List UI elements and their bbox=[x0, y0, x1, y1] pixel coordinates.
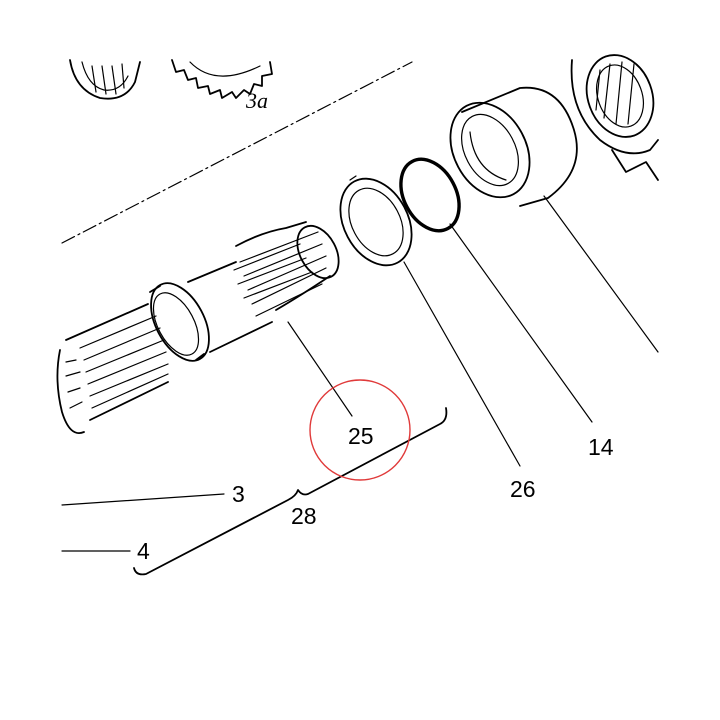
needle-bearing-top-left bbox=[69, 59, 141, 100]
label-part-14: 14 bbox=[588, 434, 614, 460]
leader-26 bbox=[403, 261, 521, 467]
leader-snap-ring bbox=[449, 223, 593, 423]
leader-3 bbox=[61, 493, 225, 506]
label-part-25: 25 bbox=[348, 423, 374, 449]
brace-28 bbox=[133, 407, 448, 576]
housing-top-right bbox=[570, 54, 659, 181]
washer-part-26 bbox=[339, 175, 413, 267]
label-part-3: 3 bbox=[232, 481, 245, 507]
sleeve-part-14 bbox=[449, 86, 578, 207]
splined-shaft-part-25 bbox=[56, 221, 340, 434]
label-part-28: 28 bbox=[291, 503, 317, 529]
label-part-4: 4 bbox=[137, 538, 150, 564]
snap-ring bbox=[399, 157, 461, 233]
leader-25 bbox=[287, 321, 353, 417]
highlight-circle-25 bbox=[309, 379, 411, 481]
gear-3a-fragment: 3a bbox=[171, 59, 273, 113]
leader-14 bbox=[543, 195, 659, 353]
label-part-26: 26 bbox=[510, 476, 536, 502]
gear-3a-label: 3a bbox=[245, 88, 268, 113]
center-axis-line bbox=[61, 61, 413, 244]
